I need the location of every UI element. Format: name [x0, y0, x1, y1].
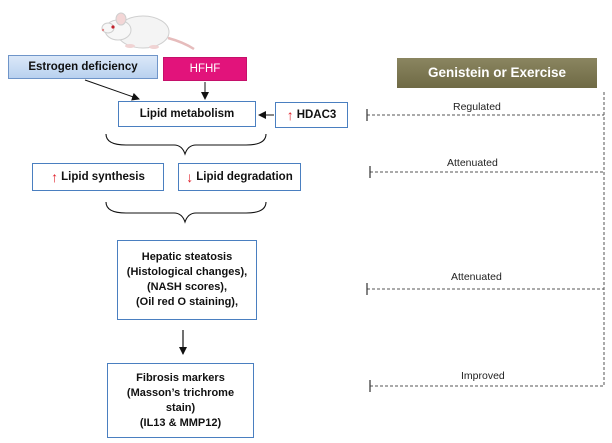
hdac3-box: ↑ HDAC3 — [275, 102, 348, 128]
effect-label-improved: Improved — [461, 370, 505, 382]
hfhf-box: HFHF — [163, 57, 247, 81]
lipid-synthesis-box: ↑ Lipid synthesis — [32, 163, 164, 191]
effect-label-regulated: Regulated — [453, 101, 501, 113]
down-arrow-icon: ↓ — [186, 169, 194, 185]
estrogen-deficiency-label: Estrogen deficiency — [28, 61, 138, 73]
lipid-metabolism-label: Lipid metabolism — [139, 108, 235, 120]
fibrosis-line: (Masson’s trichrome — [126, 386, 235, 399]
fibrosis-line: (IL13 & MMP12) — [139, 416, 222, 429]
estrogen-deficiency-box: Estrogen deficiency — [8, 55, 158, 79]
effect-label-attenuated: Attenuated — [451, 271, 502, 283]
effect-label-attenuated: Attenuated — [447, 157, 498, 169]
steatosis-line: (Histological changes), — [126, 266, 248, 278]
brace-bottom — [105, 201, 267, 224]
arrow-estrogen-to-metabolism — [84, 79, 140, 101]
rat-illustration — [101, 12, 195, 51]
steatosis-line: (Oil red O staining), — [135, 296, 239, 308]
lipid-degradation-box: ↓ Lipid degradation — [178, 163, 301, 191]
hdac3-label: HDAC3 — [296, 109, 337, 121]
fibrosis-line: Fibrosis markers — [136, 371, 225, 384]
treatment-label: Genistein or Exercise — [427, 65, 567, 80]
treatment-box: Genistein or Exercise — [397, 58, 597, 88]
up-arrow-icon: ↑ — [51, 169, 59, 185]
lipid-synthesis-label: Lipid synthesis — [61, 171, 145, 183]
hfhf-label: HFHF — [189, 63, 221, 75]
hepatic-steatosis-box: Hepatic steatosis (Histological changes)… — [117, 240, 257, 320]
steatosis-line: Hepatic steatosis — [141, 251, 233, 263]
lipid-degradation-label: Lipid degradation — [196, 171, 293, 183]
fibrosis-line: stain) — [165, 401, 196, 414]
lipid-metabolism-box: Lipid metabolism — [118, 101, 256, 127]
steatosis-line: (NASH scores), — [146, 281, 228, 293]
fibrosis-markers-box: Fibrosis markers (Masson’s trichrome sta… — [107, 363, 254, 438]
brace-top — [105, 133, 267, 156]
up-arrow-icon: ↑ — [286, 107, 294, 123]
